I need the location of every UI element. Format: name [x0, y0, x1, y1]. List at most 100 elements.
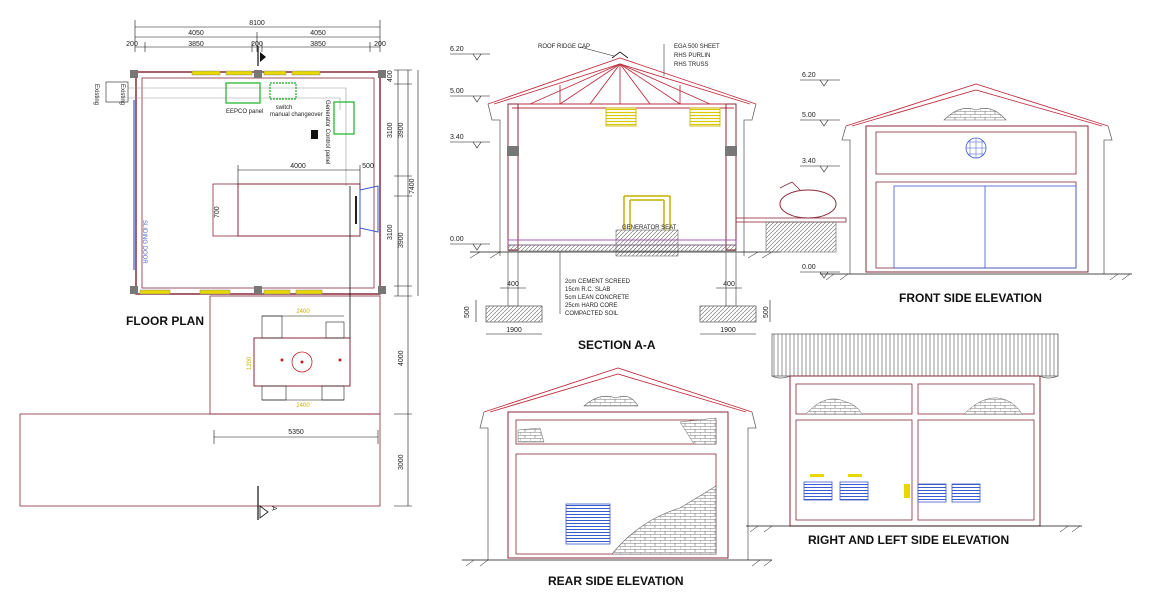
dim-wall-left: 200: [126, 41, 138, 48]
plan-tank-support-left: [261, 315, 283, 339]
dim-wall-right: 200: [374, 41, 386, 48]
dim-side-3000: 3000: [398, 454, 405, 470]
section-level-340: 3.40: [450, 134, 464, 141]
section-slab: [507, 244, 737, 252]
front-upper-panel: [875, 131, 1077, 175]
front-level-620: 6.20: [802, 72, 816, 79]
rear-wall: [507, 411, 729, 559]
section-generator-frame: [623, 195, 671, 230]
side-lower-left-panel: [795, 419, 913, 521]
section-truss: [487, 57, 757, 109]
section-fuel-tank: [779, 189, 837, 219]
plan-gc-label: Generator Control panel: [324, 100, 330, 164]
plan-columns: [130, 70, 386, 294]
dim-side-7400: 7400: [409, 178, 416, 194]
side-lower-right-panel: [917, 419, 1035, 521]
front-elevation: 6.20 5.00 3.40 0.00 FRONT SIDE ELEVATION: [800, 72, 1132, 305]
section-arrow-icon: [259, 505, 269, 519]
section-footings: [485, 251, 757, 323]
dim-tank-height: 1200: [247, 356, 253, 370]
dim-plan-500: 500: [362, 163, 374, 170]
section-title: SECTION A-A: [578, 338, 656, 352]
rear-exposed-brick-bottom: [611, 485, 717, 555]
plan-control-unit: [311, 130, 318, 139]
dim-plan-700: 700: [214, 206, 221, 218]
plan-switch-label: switch: [276, 105, 293, 111]
callout-sheet: EGA 500 SHEET: [674, 44, 720, 50]
side-roof-sheets: [771, 333, 1059, 377]
plan-windows: [139, 70, 323, 295]
dim-plan-5350: 5350: [288, 429, 304, 436]
floor-plan: 8100 4050 4050 3850 3850 200 200 200: [19, 20, 419, 520]
rear-elevation-title: REAR SIDE ELEVATION: [548, 574, 684, 588]
dim-section-foot-right: 1900: [720, 327, 736, 334]
plan-generator-end: [212, 183, 239, 237]
section-level-500: 5.00: [450, 88, 464, 95]
dim-inner-right: 3850: [310, 41, 326, 48]
section-vent-left: [605, 107, 637, 127]
dim-side-3900: 3900: [398, 122, 405, 138]
callout-truss: RHS TRUSS: [674, 62, 709, 68]
section-gutter-left: [487, 103, 501, 256]
callout-lean: 5cm LEAN CONCRETE: [565, 295, 629, 301]
side-louver-3: [917, 483, 947, 503]
section-vent-right: [689, 107, 721, 127]
front-level-340: 3.40: [802, 158, 816, 165]
dim-section-col-right: 400: [723, 281, 735, 288]
plan-existing-gauge-label: Existing: [93, 84, 99, 105]
front-level-000: 0.00: [802, 264, 816, 271]
dim-section-depth-left: 500: [464, 306, 471, 318]
side-louver-4: [951, 483, 981, 503]
front-wall: [865, 125, 1089, 273]
rear-exposed-brick-top: [583, 395, 639, 407]
section-marker-label: A: [270, 506, 277, 511]
dim-section-col-left: 400: [507, 281, 519, 288]
plan-switch-box: [269, 82, 297, 100]
dim-half-right: 4050: [310, 30, 326, 37]
front-exposed-brick: [943, 108, 1007, 121]
callout-generator-seat: GENERATOR SEAT: [622, 225, 677, 231]
dim-tank-top: 2400: [296, 309, 310, 315]
plan-fuel-tank: [253, 337, 351, 387]
plan-gc-panel: [333, 101, 355, 135]
rear-elevation: REAR SIDE ELEVATION: [462, 367, 773, 588]
dim-half-left: 4050: [188, 30, 204, 37]
dim-side-4000: 4000: [398, 350, 405, 366]
callout-ridge: ROOF RIDGE CAP: [538, 44, 590, 50]
section-levels: [450, 53, 490, 251]
dim-tank-bottom: 2400: [296, 403, 310, 409]
dim-wall-mid: 200: [251, 41, 263, 48]
rear-louver: [565, 503, 611, 545]
side-louver-2: [839, 481, 869, 501]
side-wall: [789, 375, 1041, 527]
callout-purlin: RHS PURLIN: [674, 53, 710, 59]
callout-slab: 15cm R.C. SLAB: [565, 287, 610, 293]
section-footing-dims: [475, 287, 771, 335]
plan-radiator: [359, 185, 379, 233]
dim-side-3100: 3100: [387, 122, 394, 138]
side-louver-1: [803, 481, 833, 501]
plan-eepco-label: EEPCO panel: [226, 109, 263, 115]
plan-existing-box-label: Existing: [119, 84, 125, 105]
front-roof: [845, 83, 1109, 127]
callout-screed: 2cm CEMENT SCREED: [565, 279, 631, 285]
section-gutter-right: [743, 103, 757, 256]
section-beam-left: [507, 146, 519, 156]
front-level-500: 5.00: [802, 112, 816, 119]
section-level-620: 6.20: [450, 46, 464, 53]
front-door-frame: [875, 181, 1077, 269]
section-beam-right: [725, 146, 737, 156]
dim-side-3100b: 3100: [387, 224, 394, 240]
rear-roof: [483, 367, 753, 413]
side-elevation-title: RIGHT AND LEFT SIDE ELEVATION: [808, 533, 1009, 547]
side-elevation: RIGHT AND LEFT SIDE ELEVATION: [746, 333, 1082, 547]
dim-section-foot-left: 1900: [506, 327, 522, 334]
plan-generator-plinth: [237, 183, 361, 237]
callout-hardcore: 25cm HARD CORE: [565, 303, 617, 309]
dim-plan-4000: 4000: [290, 163, 306, 170]
plan-sliding-door-label: SLIDING DOOR: [141, 220, 147, 264]
front-elevation-title: FRONT SIDE ELEVATION: [899, 291, 1042, 305]
callout-soil: COMPACTED SOIL: [565, 311, 619, 317]
